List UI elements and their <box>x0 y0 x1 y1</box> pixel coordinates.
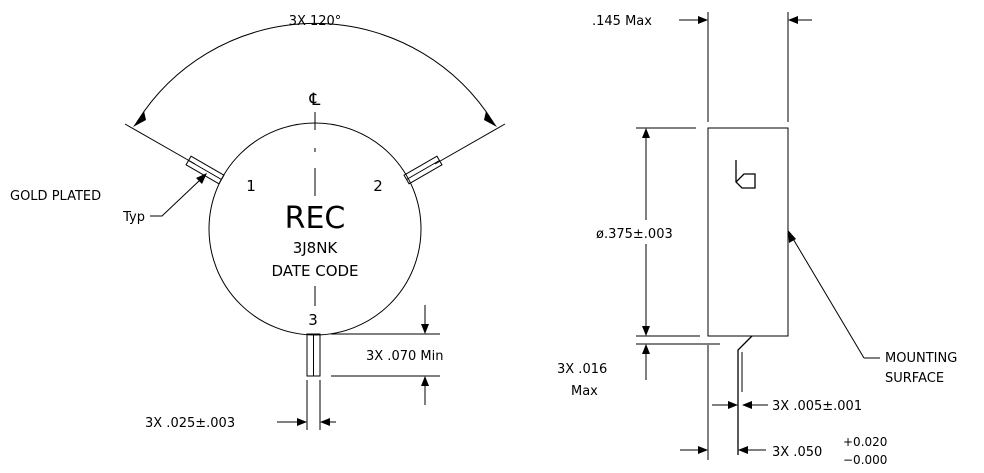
part-number-marking: 3J8NK <box>293 239 339 257</box>
standoff-dim-label: 3X .016 <box>557 362 607 377</box>
side-view: .145 Max ø.375±.003 3X .016 Max MOUNTING… <box>557 12 957 467</box>
lead-pitch-dim-label: 3X .050 <box>772 445 822 460</box>
angle-extension-right <box>434 123 506 165</box>
pin-1-terminal <box>185 155 225 185</box>
lead-pitch-tol-minus: −0.000 <box>843 453 887 467</box>
pin-2-label: 2 <box>373 177 383 195</box>
mounting-surface-label-2: SURFACE <box>885 371 944 386</box>
orientation-mark <box>735 160 756 189</box>
centerline-symbol: ℄ <box>309 90 321 110</box>
gold-plated-callout: GOLD PLATED <box>10 189 101 204</box>
thickness-dim-label: .145 Max <box>592 14 652 29</box>
angle-dimension-label: 3X 120° <box>289 14 342 29</box>
pin-3-terminal <box>306 333 321 377</box>
lead-pitch-arrow-right <box>738 446 748 454</box>
pin-length-dim-label: 3X .070 Min <box>366 349 443 364</box>
mounting-surface-arrow <box>788 230 796 243</box>
gold-plated-leader <box>150 179 201 217</box>
component-body-side <box>707 127 789 337</box>
lead-pitch-tol-plus: +0.020 <box>843 435 887 449</box>
lead-profile <box>737 335 753 455</box>
diameter-arrow-top <box>642 128 650 138</box>
angle-arrow-right <box>484 111 497 127</box>
standoff-dim-max: Max <box>571 384 598 399</box>
lead-thk-arrow-left <box>728 401 738 409</box>
pin-width-arrow-left <box>297 418 307 426</box>
thickness-arrow-right <box>788 16 798 24</box>
top-view: 3X 120° ℄ 1 2 3 REC 3J8NK DATE CODE GOLD <box>10 14 506 431</box>
pin-3-label: 3 <box>308 311 318 329</box>
angle-arrow-left <box>133 111 146 127</box>
pin-2-terminal <box>403 155 443 185</box>
gold-plated-typ: Typ <box>122 210 145 225</box>
mounting-surface-leader <box>788 231 865 359</box>
angle-extension-left <box>124 123 196 165</box>
date-code-marking: DATE CODE <box>271 262 358 280</box>
pin-1-label: 1 <box>246 177 256 195</box>
lead-thk-arrow-right <box>742 401 752 409</box>
mounting-surface-label-1: MOUNTING <box>885 351 957 366</box>
thickness-arrow-left <box>698 16 708 24</box>
angle-dimension-arc <box>136 22 494 123</box>
pin-width-arrow-right <box>320 418 330 426</box>
gold-plated-arrow <box>196 173 207 184</box>
pin-length-arrow-top <box>421 324 429 334</box>
diameter-dim-label: ø.375±.003 <box>596 227 673 242</box>
standoff-arrow-bottom <box>642 344 650 354</box>
pin-width-dim-label: 3X .025±.003 <box>145 416 235 431</box>
brand-marking: REC <box>285 201 346 236</box>
pin-length-arrow-bottom <box>421 376 429 386</box>
lead-pitch-arrow-left <box>698 446 708 454</box>
lead-thickness-dim-label: 3X .005±.001 <box>772 399 862 414</box>
